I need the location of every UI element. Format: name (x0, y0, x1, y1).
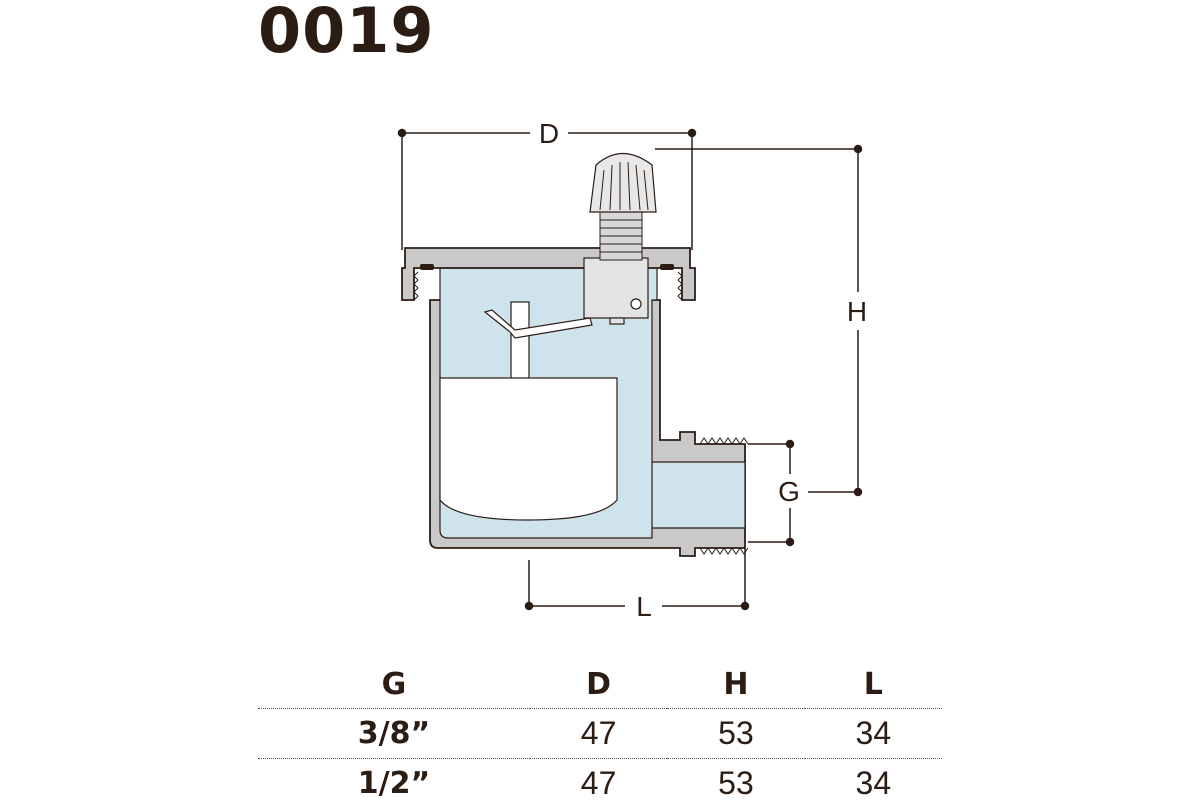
dimension-d-label: D (539, 118, 559, 149)
dimensions-header-row: G D H L (258, 660, 942, 709)
cell-l: 34 (805, 759, 942, 808)
air-vent-cross-section-diagram: D H G L (0, 0, 1200, 650)
dimension-h-label: H (847, 296, 867, 327)
dimensions-table: G D H L 3/8” 47 53 34 1/2” 47 53 34 (258, 660, 942, 808)
column-header-d: D (530, 660, 667, 709)
dimension-l-label: L (636, 591, 652, 622)
column-header-l: L (805, 660, 942, 709)
cell-d: 47 (530, 709, 667, 759)
knurled-knob (590, 154, 656, 213)
float (440, 378, 617, 520)
valve-seat (584, 258, 648, 324)
dimension-g-label: G (778, 476, 800, 507)
table-row: 3/8” 47 53 34 (258, 709, 942, 759)
vent-stem (600, 212, 642, 260)
cell-l: 34 (805, 709, 942, 759)
cell-d: 47 (530, 759, 667, 808)
cell-g: 1/2” (258, 759, 530, 808)
table-row: 1/2” 47 53 34 (258, 759, 942, 808)
column-header-h: H (667, 660, 804, 709)
cell-h: 53 (667, 709, 804, 759)
cell-h: 53 (667, 759, 804, 808)
column-header-g: G (258, 660, 530, 709)
cell-g: 3/8” (258, 709, 530, 759)
